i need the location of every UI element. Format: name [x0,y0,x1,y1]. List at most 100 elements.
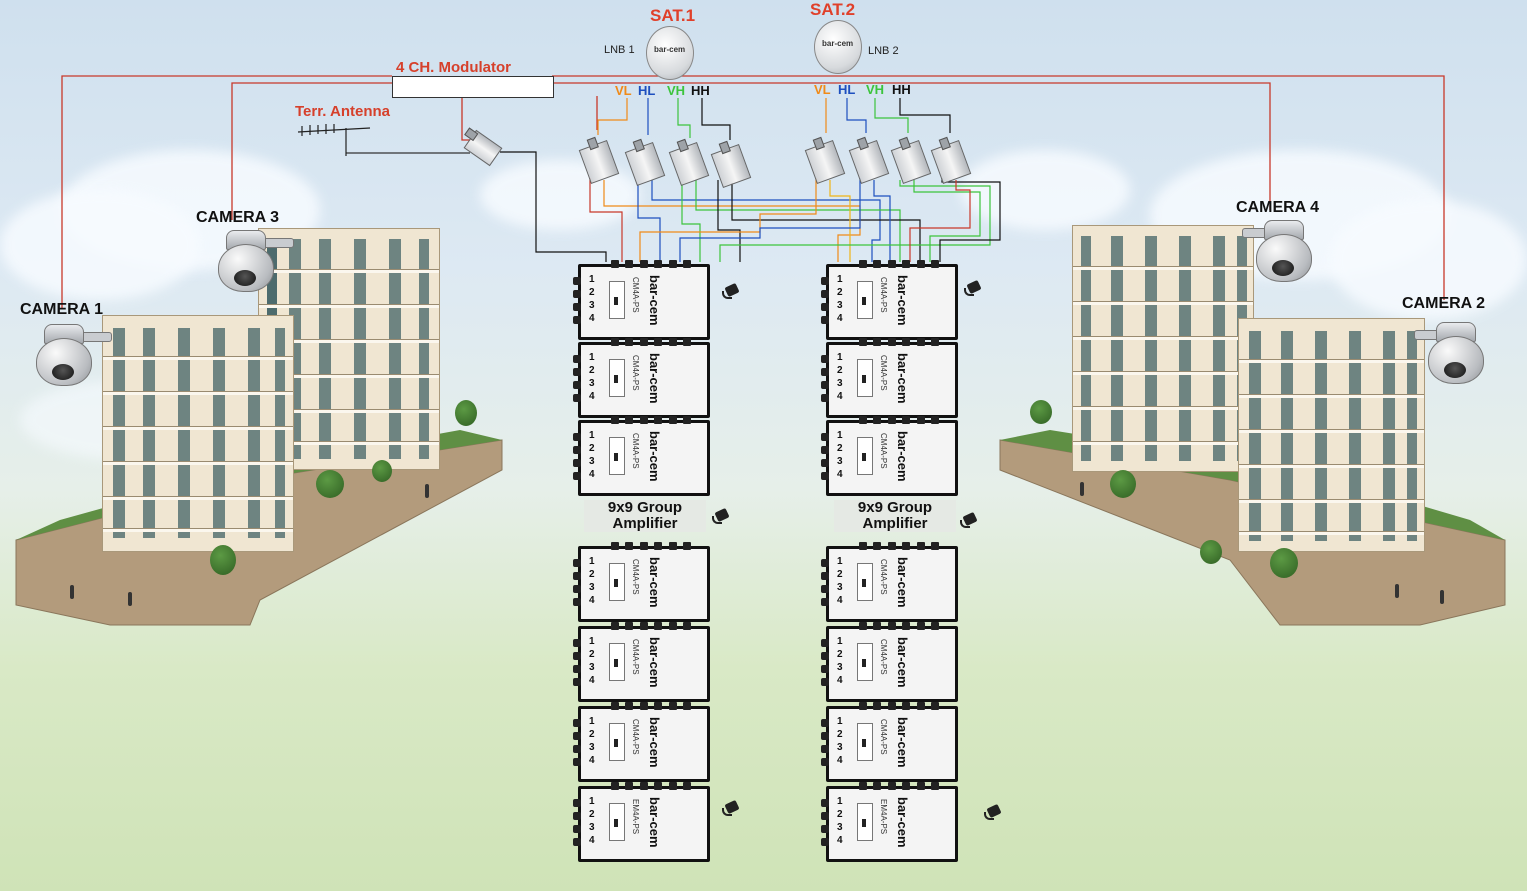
output-ports [821,559,831,611]
switch-brand: bar-cem [895,797,910,848]
output-number: 3 [589,378,595,389]
output-number: 4 [589,675,595,686]
power-supply-icon [964,279,982,296]
input-ports [611,542,691,550]
output-number: 4 [589,835,595,846]
output-number: 4 [837,755,843,766]
output-ports [573,559,583,611]
lnb1-label: LNB 1 [604,44,635,56]
power-supply-icon [722,799,740,816]
sat2-pol-hl: HL [838,82,856,97]
output-number: 1 [589,352,595,363]
output-number: 2 [837,287,843,298]
switch-indicator [862,659,866,667]
input-ports [859,702,939,710]
output-number: 1 [589,796,595,807]
switch-brand: bar-cem [647,797,662,848]
input-ports [611,338,691,346]
output-ports [573,799,583,851]
ptz-dome-camera-icon [1414,316,1490,396]
sat1-pol-hh: HH [691,83,710,98]
output-number: 3 [837,456,843,467]
input-ports [611,416,691,424]
output-number: 4 [837,391,843,402]
power-supply-icon [984,803,1002,820]
power-supply-icon [960,511,978,528]
switch-indicator [862,819,866,827]
camera3-label: CAMERA 3 [196,209,279,226]
output-number: 1 [837,430,843,441]
output-number: 2 [837,809,843,820]
switch-indicator [862,579,866,587]
sat1-pol-hl: HL [638,83,656,98]
ptz-dome-camera-icon [210,224,294,304]
switch-model: CM4A-PS [631,559,640,595]
output-ports [573,719,583,771]
output-ports [821,719,831,771]
output-number: 2 [837,569,843,580]
camera-cable-lines [61,75,1445,308]
switch-brand: bar-cem [647,275,662,326]
dish-brand: bar-cem [654,45,686,54]
output-number: 2 [589,729,595,740]
output-number: 1 [837,352,843,363]
output-number: 4 [837,595,843,606]
switch-indicator [862,297,866,305]
output-number: 1 [589,430,595,441]
output-ports [573,639,583,691]
output-ports [573,355,583,407]
output-number: 1 [837,636,843,647]
output-number: 4 [837,835,843,846]
terrestrial-feed-line [500,151,607,262]
terrestrial-antenna-label: Terr. Antenna [295,103,391,120]
cloud [960,150,1130,230]
person [1080,482,1084,496]
switch-model: CM4A-PS [879,719,888,755]
switch-indicator [862,739,866,747]
output-number: 3 [589,822,595,833]
sat2-pol-vh: VH [866,82,885,97]
sat1-pol-vh: VH [667,83,686,98]
input-ports [859,782,939,790]
group-amplifier-line1: 9x9 Group [607,499,683,516]
switch-model: CM4A-PS [879,433,888,469]
tree [1200,540,1222,564]
output-number: 2 [837,443,843,454]
switch-model: CM4A-PS [879,559,888,595]
output-number: 2 [589,569,595,580]
switch-model: EM4A-PS [879,799,888,835]
output-number: 1 [589,636,595,647]
output-ports [821,799,831,851]
switch-indicator [614,819,618,827]
switch-brand: bar-cem [895,431,910,482]
output-number: 1 [589,716,595,727]
output-number: 2 [589,809,595,820]
output-ports [821,639,831,691]
switch-model: CM4A-PS [631,277,640,313]
output-number: 3 [837,582,843,593]
output-number: 1 [589,274,595,285]
person [1440,590,1444,604]
sat1-label: SAT.1 [650,6,696,25]
splitter-to-multiswitch-lines [589,178,1001,262]
sat1-pol-vl: VL [615,83,632,98]
ptz-dome-camera-icon [28,318,112,398]
output-number: 4 [837,675,843,686]
power-supply-icon [722,282,740,299]
switch-indicator [614,659,618,667]
switch-model: CM4A-PS [631,355,640,391]
output-number: 1 [589,556,595,567]
sat1-lnb-lines [597,98,731,140]
